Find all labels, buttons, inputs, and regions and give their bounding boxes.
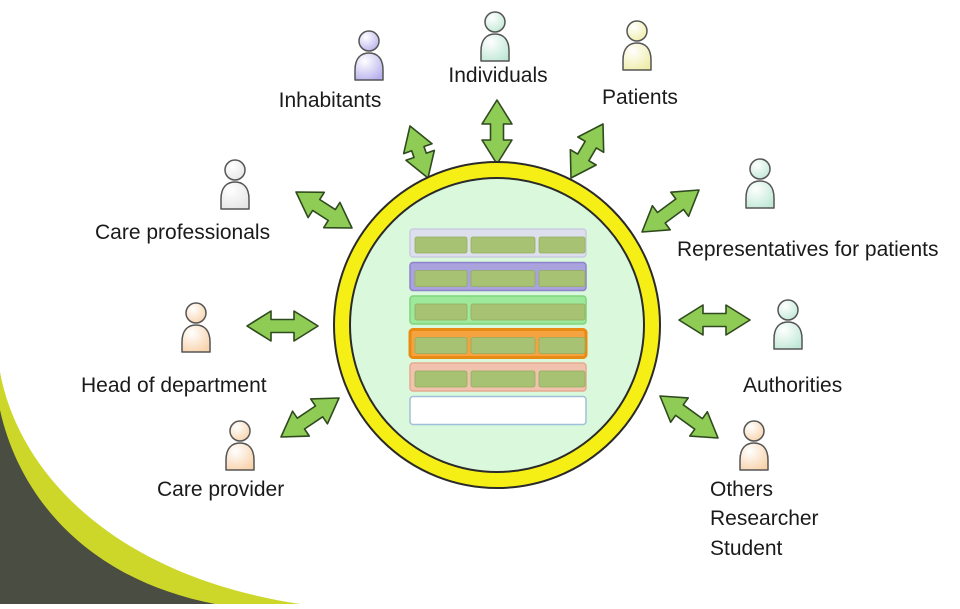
hub-cell — [414, 270, 468, 287]
label-authorities: Authorities — [743, 374, 843, 397]
double-arrow-authorities — [678, 304, 751, 336]
person-head — [358, 30, 380, 52]
people — [181, 11, 803, 471]
person-icon — [225, 420, 255, 471]
hub-cell — [414, 303, 468, 321]
person-body — [745, 180, 775, 209]
person-icon — [181, 302, 211, 353]
person-icon — [773, 299, 803, 350]
hub-cell — [414, 337, 468, 354]
person-icon — [480, 11, 510, 62]
person-head — [224, 159, 246, 181]
person-body — [480, 33, 510, 62]
double-arrow-care-provider — [280, 397, 340, 438]
hub-cell — [470, 370, 536, 388]
label-individuals: Individuals — [448, 64, 548, 87]
person-head — [626, 20, 648, 42]
arrows — [246, 99, 751, 439]
person-body — [739, 442, 769, 471]
swoosh-dark — [0, 410, 215, 604]
double-arrow-patients — [569, 123, 605, 179]
label-head-of-department: Head of department — [81, 374, 267, 397]
label-patients: Patients — [602, 86, 678, 109]
person-body — [181, 324, 211, 353]
person-head — [777, 299, 799, 321]
person-head — [743, 420, 765, 442]
hub-cell — [470, 270, 536, 287]
double-arrow-others — [659, 395, 719, 439]
person-head — [185, 302, 207, 324]
person-icon — [354, 30, 384, 81]
double-arrow-individuals — [481, 99, 513, 165]
hub-cell — [538, 270, 586, 287]
label-inhabitants: Inhabitants — [278, 89, 382, 112]
hub-cell — [470, 236, 536, 254]
hub-cell — [414, 370, 468, 388]
hub-cell — [538, 236, 586, 254]
central-hub — [333, 161, 661, 489]
person-head — [749, 158, 771, 180]
person-body — [622, 42, 652, 71]
person-head — [229, 420, 251, 442]
person-head — [484, 11, 506, 33]
person-body — [220, 181, 250, 210]
person-icon — [622, 20, 652, 71]
hub-cell — [538, 337, 586, 354]
double-arrow-care-professionals — [295, 191, 353, 229]
hub-row — [409, 395, 587, 426]
person-icon — [220, 159, 250, 210]
person-body — [354, 52, 384, 81]
hub-cell — [470, 337, 536, 354]
person-icon — [739, 420, 769, 471]
person-body — [773, 321, 803, 350]
label-others: Others Researcher Student — [710, 478, 819, 560]
label-care-provider: Care provider — [157, 478, 285, 501]
hub-cell — [414, 236, 468, 254]
corner-swoosh — [0, 372, 300, 604]
hub-cell — [538, 370, 586, 388]
hub-disc — [349, 177, 645, 473]
double-arrow-representatives-for-patients — [641, 189, 700, 233]
double-arrow-head-of-department — [246, 310, 319, 342]
person-body — [225, 442, 255, 471]
label-care-professionals: Care professionals — [95, 221, 271, 244]
person-icon — [745, 158, 775, 209]
label-representatives-for-patients: Representatives for patients — [677, 238, 939, 261]
hub-cell — [470, 303, 586, 321]
